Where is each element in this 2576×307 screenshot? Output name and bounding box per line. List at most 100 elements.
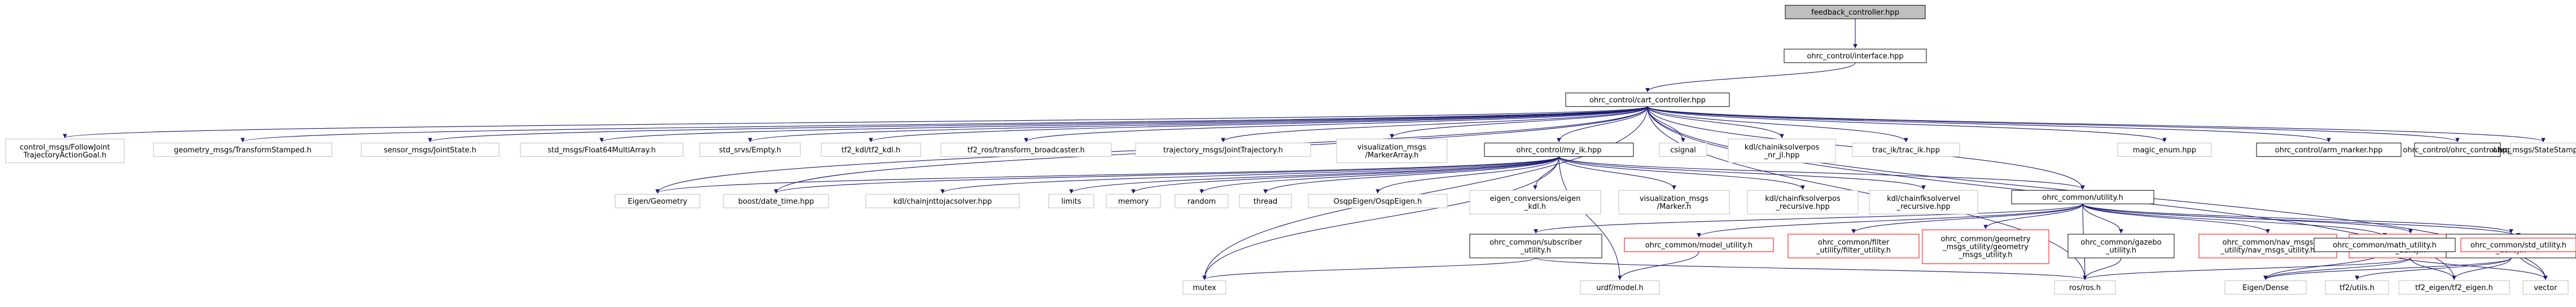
edge-utility-to-geometry_msgs_utility bbox=[1983, 204, 2083, 229]
node-label: control_msgs/FollowJoint bbox=[20, 143, 110, 152]
node-transformstamped: geometry_msgs/TransformStamped.h bbox=[153, 142, 332, 157]
node-box bbox=[699, 142, 801, 157]
edge-my_ik-to-random bbox=[1199, 156, 1559, 194]
node-label: ohrc_common/geometry bbox=[1941, 235, 2031, 244]
node-filter-utility[interactable]: ohrc_common/filter_utility/filter_utilit… bbox=[1788, 234, 1920, 258]
node-box bbox=[2198, 234, 2337, 258]
node-cart-controller[interactable]: ohrc_control/cart_controller.hpp bbox=[1565, 93, 1730, 107]
edge-utility-to-nav_msgs_utility bbox=[2082, 204, 2270, 234]
node-label: std_msgs/Float64MultiArray.h bbox=[547, 146, 655, 155]
node-label: ohrc_common/math_utility.h bbox=[2333, 241, 2437, 249]
node-label: ros/ros.h bbox=[2069, 284, 2101, 292]
edge-cart_controller-to-std_srvs_empty bbox=[748, 106, 1648, 143]
node-my-ik[interactable]: ohrc_control/my_ik.hpp bbox=[1484, 142, 1634, 157]
node-box bbox=[821, 142, 921, 157]
node-label: ohrc_msgs/StateStamped.h bbox=[2492, 146, 2576, 155]
edge-cart_controller-to-ohrc_control_hpp bbox=[1647, 106, 2460, 143]
node-subscriber-utility[interactable]: ohrc_common/subscriber_utility.h bbox=[1469, 234, 1602, 258]
node-chainfksolvervel: kdl/chainfksolvervel_recursive.hpp bbox=[1869, 190, 1978, 214]
node-memory: memory bbox=[1106, 194, 1161, 208]
node-label: ohrc_common/gazebo bbox=[2080, 238, 2161, 247]
node-label: _utility/filter_utility.h bbox=[1816, 246, 1891, 255]
node-jointtrajectory: trajectory_msgs/JointTrajectory.h bbox=[1135, 142, 1311, 157]
edge-cart_controller-to-statestamped bbox=[1647, 106, 2546, 143]
node-utility[interactable]: ohrc_common/utility.h bbox=[2011, 190, 2154, 204]
node-label: _msgs_utility/geometry bbox=[1942, 243, 2029, 252]
edge-cart_controller-to-arm_marker bbox=[1647, 106, 2331, 143]
node-box bbox=[1048, 194, 1094, 208]
node-nav-msgs-utility[interactable]: ohrc_common/nav_msgs_utility/nav_msgs_ut… bbox=[2198, 234, 2337, 258]
edge-cart_controller-to-followjoint bbox=[63, 106, 1648, 139]
edge-my_ik-to-limits bbox=[1069, 156, 1559, 194]
node-box bbox=[1852, 142, 1960, 157]
node-label: ohrc_common/model_utility.h bbox=[1645, 241, 1753, 249]
node-box bbox=[1784, 49, 1927, 63]
edge-cart_controller-to-my_ik bbox=[1557, 106, 1648, 143]
node-interface[interactable]: ohrc_control/interface.hpp bbox=[1784, 49, 1927, 63]
node-box bbox=[723, 194, 829, 208]
node-label: trac_ik/trac_ik.hpp bbox=[1872, 146, 1940, 155]
node-math-utility[interactable]: ohrc_common/math_utility.h bbox=[2314, 238, 2456, 252]
node-osqp-eigen: OsqpEigen/OsqpEigen.h bbox=[1308, 194, 1448, 208]
node-model-utility[interactable]: ohrc_common/model_utility.h bbox=[1624, 238, 1774, 252]
node-box bbox=[865, 194, 1020, 208]
node-box bbox=[1788, 234, 1920, 258]
edge-my_ik-to-osqp_eigen bbox=[1375, 156, 1559, 194]
node-box bbox=[1565, 93, 1730, 107]
node-label: tf2_kdl/tf2_kdl.h bbox=[842, 146, 900, 155]
node-thread: thread bbox=[1239, 194, 1292, 208]
node-label: visualization_msgs bbox=[1357, 143, 1426, 152]
edge-my_ik-to-memory bbox=[1131, 156, 1559, 194]
edge-utility-to-filter_utility bbox=[1851, 204, 2083, 234]
node-box bbox=[520, 142, 684, 157]
edge-cart_controller-to-markerarray bbox=[1390, 106, 1648, 139]
node-chainiksolverpos-nr-jl: kdl/chainiksolverpos_nr_jl.hpp bbox=[1728, 138, 1836, 163]
node-label: std_srvs/Empty.h bbox=[719, 146, 781, 155]
node-chainjnttojacsolver: kdl/chainjnttojacsolver.hpp bbox=[865, 194, 1020, 208]
node-date-time: boost/date_time.hpp bbox=[723, 194, 829, 208]
node-label: urdf/model.h bbox=[1596, 284, 1643, 292]
node-label: _recursive.hpp bbox=[1896, 203, 1950, 211]
node-std-srvs-empty: std_srvs/Empty.h bbox=[699, 142, 801, 157]
edge-interface-to-cart_controller bbox=[1645, 62, 1856, 93]
edge-my_ik-to-eigen_geometry bbox=[655, 156, 1559, 194]
node-arm-marker[interactable]: ohrc_control/arm_marker.hpp bbox=[2256, 142, 2402, 157]
node-box bbox=[940, 142, 1112, 157]
node-ohrc-control-hpp[interactable]: ohrc_control/ohrc_control.hpp bbox=[2403, 142, 2512, 157]
node-box bbox=[2256, 142, 2402, 157]
node-label: mutex bbox=[1193, 284, 1216, 292]
node-feedback-controller[interactable]: feedback_controller.hpp bbox=[1785, 5, 1926, 19]
node-box bbox=[1869, 190, 1978, 214]
node-gazebo-utility[interactable]: ohrc_common/gazebo_utility.h bbox=[2067, 234, 2175, 258]
node-eigen-dense: Eigen/Dense bbox=[2224, 280, 2307, 295]
node-label: geometry_msgs/TransformStamped.h bbox=[174, 146, 312, 155]
node-box bbox=[2314, 238, 2456, 252]
edge-my_ik-to-urdf_model bbox=[1558, 156, 1622, 280]
edge-my_ik-to-chainfksolverpos bbox=[1558, 156, 1805, 190]
node-box bbox=[1336, 138, 1448, 163]
node-label: _utility/nav_msgs_utility.h bbox=[2220, 246, 2315, 255]
node-label: _nr_jl.hpp bbox=[1764, 151, 1800, 160]
node-layer: feedback_controller.hpp ohrc_control/inte… bbox=[5, 5, 2576, 295]
node-label: ohrc_control/arm_marker.hpp bbox=[2275, 146, 2383, 155]
edge-model_utility-to-urdf_model bbox=[1618, 251, 1699, 280]
edge-cart_controller-to-jointtrajectory bbox=[1221, 106, 1648, 143]
node-box bbox=[1785, 5, 1926, 19]
node-jointstate: sensor_msgs/JointState.h bbox=[361, 142, 500, 157]
node-label: kdl/chainfksolvervel bbox=[1887, 195, 1960, 203]
node-label: _utility.h bbox=[2105, 246, 2136, 255]
node-box bbox=[2460, 238, 2576, 252]
node-csignal: csignal bbox=[1659, 142, 1707, 157]
node-label: thread bbox=[1254, 198, 1278, 206]
node-geometry-msgs-utility[interactable]: ohrc_common/geometry_msgs_utility/geomet… bbox=[1922, 229, 2049, 264]
node-label: magic_enum.hpp bbox=[2133, 146, 2196, 155]
node-box bbox=[1469, 234, 1602, 258]
node-std-utility[interactable]: ohrc_common/std_utility.h bbox=[2460, 238, 2576, 252]
node-box bbox=[1728, 138, 1836, 163]
edge-cart_controller-to-mutex bbox=[1202, 106, 1648, 280]
node-box bbox=[2510, 142, 2576, 157]
edge-cart_controller-to-float64multiarray bbox=[599, 106, 1648, 143]
node-label: tf2_eigen/tf2_eigen.h bbox=[2415, 284, 2493, 292]
node-trac-ik: trac_ik/trac_ik.hpp bbox=[1852, 142, 1960, 157]
node-label: _kdl.h bbox=[1524, 203, 1546, 211]
